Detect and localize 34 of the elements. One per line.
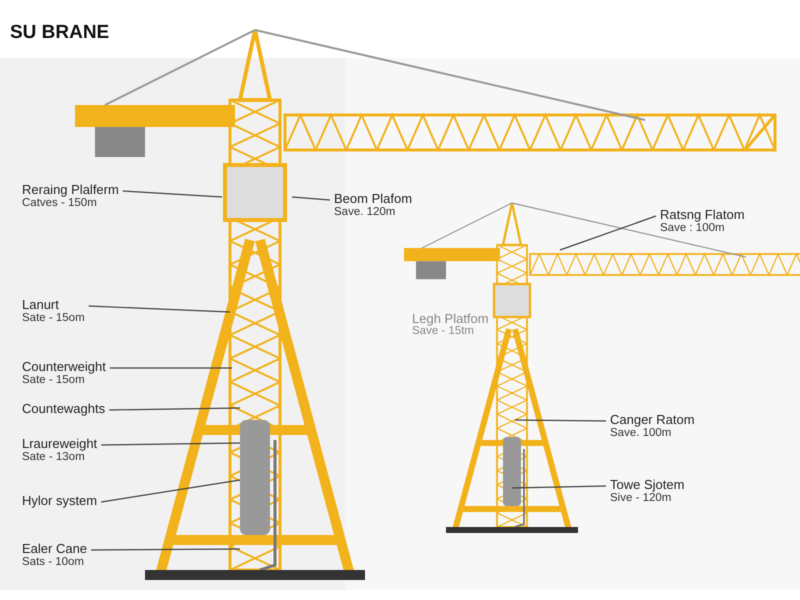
- part-label: Ratsng Flatom: [660, 207, 745, 222]
- leader-line: [88, 305, 230, 313]
- leader-line: [110, 367, 232, 369]
- leader-line: [512, 485, 606, 489]
- part-label: Countewaghts: [22, 401, 106, 416]
- dimension-text: Catves - 150m: [22, 197, 98, 209]
- dimension-text: Save - 15tm: [412, 325, 474, 337]
- dimension-text: Sate - 15om: [22, 374, 86, 386]
- part-label: Beom Plafom: [334, 191, 412, 206]
- part-label: Hylor system: [22, 493, 98, 508]
- leader-line: [122, 190, 222, 198]
- leader-line: [109, 407, 240, 411]
- leader-line: [101, 479, 240, 503]
- part-label: Lraureweight: [22, 436, 98, 451]
- leader-line: [515, 419, 606, 422]
- dimension-text: Sats - 10om: [22, 556, 85, 568]
- part-label: Lanurt: [22, 297, 60, 312]
- dimension-text: Save : 100m: [660, 222, 726, 234]
- part-label: Ealer Cane: [22, 541, 88, 556]
- part-label: Legh Platfom: [412, 311, 489, 326]
- dimension-text: Sate - 15om: [22, 312, 85, 324]
- dimension-text: Save. 120m: [334, 206, 396, 218]
- leader-line: [101, 442, 240, 446]
- dimension-text: Sive - 120m: [610, 492, 672, 504]
- dimension-text: Save. 100m: [610, 427, 672, 439]
- leader-line: [292, 196, 330, 201]
- part-label: Reraing Plalferm: [22, 182, 119, 197]
- leader-line: [560, 215, 656, 251]
- part-label: Towe Sjotem: [610, 477, 684, 492]
- part-label: Canger Ratom: [610, 412, 695, 427]
- part-label: Counterweight: [22, 359, 106, 374]
- leader-line: [91, 548, 240, 551]
- title: SU BRANE: [10, 22, 110, 44]
- dimension-text: Sate - 13om: [22, 451, 86, 463]
